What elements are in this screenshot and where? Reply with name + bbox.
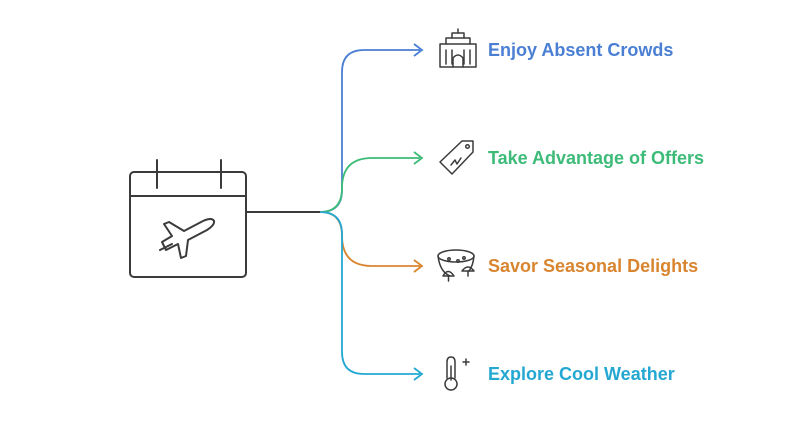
landmark-icon (439, 28, 477, 68)
branch-arrow-2 (413, 151, 424, 165)
branch-label-enjoy-absent-crowds: Enjoy Absent Crowds (488, 40, 674, 60)
branch-arrow-1 (413, 43, 424, 57)
branch-label-take-advantage-of-offers: Take Advantage of Offers (488, 148, 705, 168)
branch-connector-3 (319, 211, 420, 267)
branch-connector-2 (319, 157, 420, 213)
price-tag-icon (439, 140, 474, 175)
branch-label-explore-cool-weather: Explore Cool Weather (488, 364, 675, 384)
calendar-airplane-icon (129, 159, 247, 278)
thermometer-icon (444, 356, 470, 391)
branch-connector-1 (319, 49, 420, 213)
bowl-mushroom-icon (437, 249, 475, 282)
branch-label-savor-seasonal-delights: Savor Seasonal Delights (488, 256, 699, 276)
branch-arrow-3 (413, 259, 424, 273)
branch-arrow-4 (413, 367, 424, 381)
branch-connector-4 (319, 211, 420, 375)
